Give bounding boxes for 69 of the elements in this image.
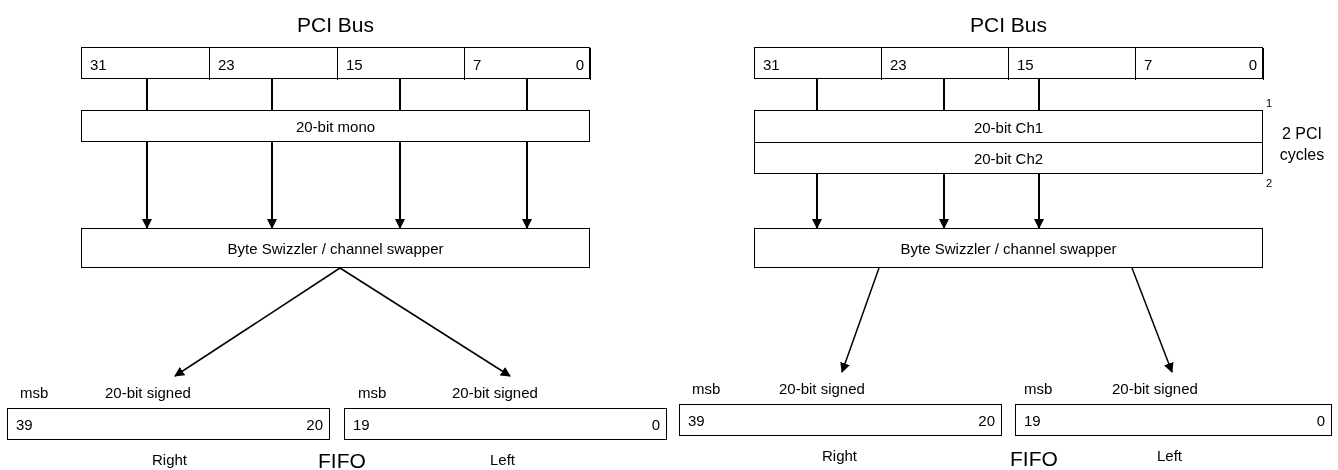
box-label: 20-bit Ch2 (972, 150, 1045, 166)
arrow (812, 173, 822, 229)
field-label: 20-bit signed (779, 381, 865, 396)
arrow (174, 267, 341, 377)
arrow (395, 141, 405, 229)
bit-number: 0 (1248, 56, 1257, 72)
field-label: 20-bit signed (1112, 381, 1198, 396)
arrow (339, 267, 511, 377)
bit-number: 31 (90, 56, 107, 72)
fifo-label: FIFO (1010, 448, 1058, 469)
bit-order-label: msb (692, 381, 721, 396)
bit-number: 23 (890, 56, 907, 72)
footnote-number: 2 (1266, 178, 1273, 189)
connector-line (146, 78, 148, 111)
bit-number: 7 (473, 56, 482, 72)
note-text: 2 PCI cycles (1278, 124, 1326, 165)
fifo-label: FIFO (318, 450, 366, 470)
bit-number: 39 (16, 416, 33, 432)
bit-number: 15 (1017, 56, 1034, 72)
bit-order-label: msb (358, 385, 387, 400)
box-label: 20-bit mono (294, 118, 377, 134)
footnote-number: 1 (1266, 98, 1273, 109)
fifo-cell (679, 404, 1002, 436)
bus-heading: PCI Bus (969, 14, 1048, 35)
data-box (754, 142, 1263, 174)
bit-number: 31 (763, 56, 780, 72)
field-label: 20-bit signed (452, 385, 538, 400)
arrow (840, 267, 880, 373)
arrow (1034, 173, 1044, 229)
connector-line (399, 78, 401, 111)
connector-line (1038, 78, 1040, 111)
arrow (142, 141, 152, 229)
bit-order-label: msb (1024, 381, 1053, 396)
bit-number: 39 (688, 412, 705, 428)
arrow (939, 173, 949, 229)
bit-number: 19 (1024, 412, 1041, 428)
connector-line (271, 78, 273, 111)
field-label: 20-bit signed (105, 385, 191, 400)
channel-label: Left (490, 452, 516, 467)
bit-number: 19 (353, 416, 370, 432)
data-box (754, 110, 1263, 143)
fifo-cell (7, 408, 330, 440)
channel-label: Right (822, 448, 858, 463)
process-box (81, 228, 590, 268)
bit-number: 7 (1144, 56, 1153, 72)
bit-number: 20 (978, 412, 995, 428)
box-label: 20-bit Ch1 (972, 119, 1045, 134)
bit-number: 15 (346, 56, 363, 72)
fifo-cell (1015, 404, 1332, 436)
bit-number: 0 (1316, 412, 1325, 428)
connector-line (526, 78, 528, 111)
bit-number: 20 (306, 416, 323, 432)
bit-order-label: msb (20, 385, 49, 400)
data-box (81, 110, 590, 142)
arrow (267, 141, 277, 229)
bit-number: 0 (651, 416, 660, 432)
arrow (1131, 267, 1174, 373)
box-label: Byte Swizzler / channel swapper (899, 240, 1118, 256)
channel-label: Left (1157, 448, 1183, 463)
connector-line (943, 78, 945, 111)
process-box (754, 228, 1263, 268)
bit-number: 23 (218, 56, 235, 72)
bit-number: 0 (575, 56, 584, 72)
channel-label: Right (152, 452, 188, 467)
bus-heading: PCI Bus (296, 14, 375, 35)
connector-line (816, 78, 818, 111)
fifo-cell (344, 408, 667, 440)
box-label: Byte Swizzler / channel swapper (226, 240, 445, 256)
arrow (522, 141, 532, 229)
